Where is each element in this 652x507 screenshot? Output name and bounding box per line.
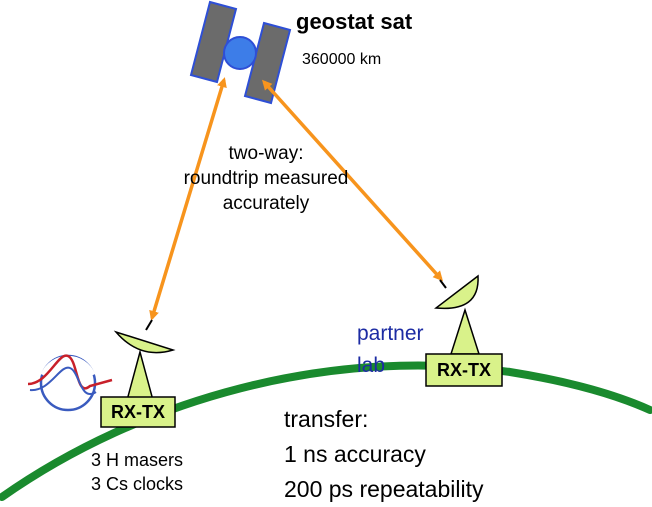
two-way-note-line: two-way: — [228, 143, 304, 164]
dish-feed — [145, 319, 153, 331]
partner-lab-line: partner — [357, 322, 424, 345]
partner-lab-line: lab — [357, 354, 386, 377]
home-rxtx-label: RX-TX — [111, 402, 165, 422]
satellite-title: geostat sat — [296, 9, 413, 34]
uplink-arrow-partner — [261, 79, 444, 282]
partner-rxtx-box — [425, 353, 503, 387]
home-clocks: 3 H masers 3 Cs clocks — [91, 448, 183, 496]
clock-line: 3 Cs clocks — [91, 474, 184, 494]
home-station: RX-TX — [100, 319, 176, 428]
dish-mast — [449, 307, 481, 355]
satellite-distance: 360000 km — [302, 51, 382, 68]
institute-logo-icon — [27, 354, 113, 412]
partner-rxtx-label: RX-TX — [437, 360, 491, 380]
clock-line: 3 H masers — [91, 450, 184, 470]
uplink-arrow-home — [149, 77, 227, 321]
home-rxtx-box — [100, 396, 176, 428]
transfer-line: transfer: — [284, 406, 369, 432]
satellite-dish-icon — [434, 274, 479, 310]
partner-lab-label: partner lab — [357, 318, 424, 382]
dish-mast — [125, 349, 155, 405]
two-way-note: two-way: roundtrip measured accurately — [150, 141, 382, 216]
transfer-line: 1 ns accuracy — [284, 441, 426, 467]
two-way-note-line: accurately — [222, 193, 310, 214]
satellite-body — [223, 36, 257, 70]
satellite-icon — [189, 0, 292, 105]
transfer-line: 200 ps repeatability — [284, 476, 484, 502]
partner-station: RX-TX — [425, 274, 503, 387]
transfer-specs: transfer: 1 ns accuracy 200 ps repeatabi… — [284, 402, 483, 507]
two-way-note-line: roundtrip measured — [183, 168, 349, 189]
satellite-dish-icon — [113, 330, 176, 354]
dish-feed — [439, 279, 447, 289]
earth-surface-curve — [0, 361, 652, 501]
